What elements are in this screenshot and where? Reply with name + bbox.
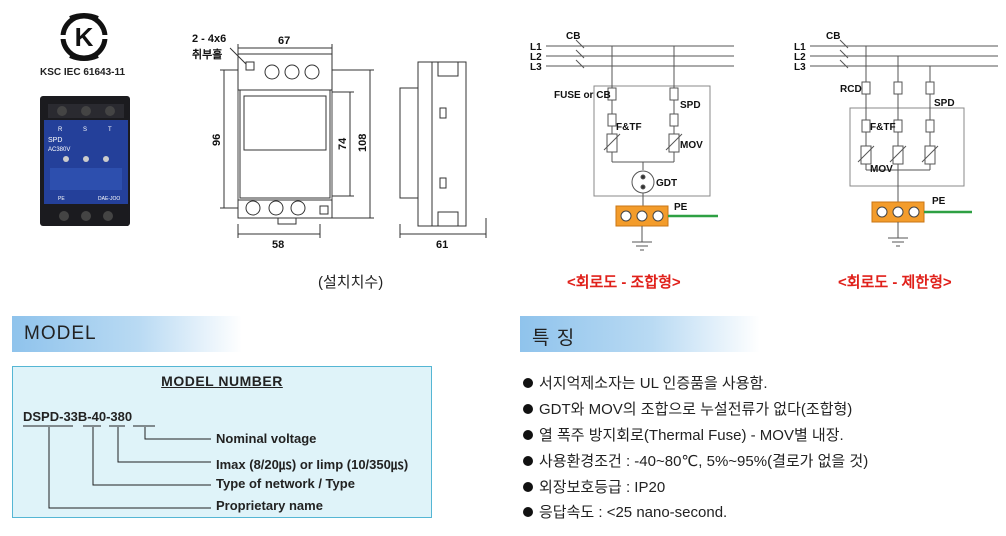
- feature-item: 열 폭주 방지회로(Thermal Fuse) - MOV별 내장.: [523, 424, 844, 445]
- dim-hole-label-kr: 취부홀: [192, 47, 222, 61]
- limit-l2: L2: [794, 52, 806, 63]
- dim-height-left: 96: [211, 134, 223, 146]
- feature-item: 응답속도 : <25 nano-second.: [523, 501, 727, 522]
- limit-pe: PE: [932, 196, 946, 207]
- combo-ftf: F&TF: [616, 122, 642, 133]
- dimension-drawing: 2 - 4x6 취부홀 67 96 74 108 58 61: [192, 33, 487, 251]
- certification-standard: KSC IEC 61643-11: [40, 67, 126, 78]
- dim-width-top: 67: [278, 35, 290, 47]
- circuit-limit-caption: <회로도 - 제한형>: [838, 274, 952, 291]
- limit-rcd: RCD: [840, 84, 862, 95]
- limit-mov: MOV: [870, 164, 893, 175]
- model-box-title: MODEL NUMBER: [161, 373, 283, 389]
- circuit-limit: L1 L2 L3 CB RCD SPD F&TF MOV PE: [794, 31, 998, 247]
- certification-block: K KSC IEC 61643-11: [40, 10, 140, 82]
- photo-label-spd: SPD: [48, 137, 62, 144]
- limit-ftf: F&TF: [870, 122, 896, 133]
- model-header: MODEL: [24, 323, 97, 344]
- model-item-imax: Imax (8/20㎲) or Iimp (10/350㎲): [216, 457, 409, 472]
- combo-cb: CB: [566, 31, 580, 42]
- photo-terminal-s: S: [83, 127, 87, 133]
- dim-height-outer: 108: [357, 134, 369, 152]
- photo-label-pe: PE: [58, 196, 65, 202]
- combo-fuse: FUSE or CB: [554, 90, 611, 101]
- limit-l1: L1: [794, 42, 806, 53]
- model-item-nominal-voltage: Nominal voltage: [216, 431, 317, 446]
- photo-brand: DAE-JOO: [98, 196, 120, 202]
- combo-spd: SPD: [680, 100, 701, 111]
- photo-label-voltage: AC380V: [48, 147, 70, 153]
- ks-mark-letter: K: [75, 22, 94, 52]
- features-header: 특 징: [532, 328, 576, 349]
- combo-mov: MOV: [680, 140, 703, 151]
- model-leader-lines: [23, 425, 211, 509]
- feature-item: 서지억제소자는 UL 인증품을 사용함.: [523, 372, 768, 393]
- model-header-bar: MODEL: [12, 316, 242, 352]
- circuit-combo-caption: <회로도 - 조합형>: [567, 274, 681, 291]
- model-item-proprietary-name: Proprietary name: [216, 498, 323, 513]
- photo-terminal-t: T: [108, 127, 112, 133]
- bullet-icon: [523, 482, 533, 493]
- combo-gdt: GDT: [656, 178, 677, 189]
- feature-item: 사용환경조건 : -40~80℃, 5%~95%(결로가 없을 것): [523, 450, 868, 471]
- bullet-icon: [523, 404, 533, 415]
- limit-spd: SPD: [934, 98, 955, 109]
- combo-l1: L1: [530, 42, 542, 53]
- feature-item: GDT와 MOV의 조합으로 누설전류가 없다(조합형): [523, 398, 852, 419]
- product-photo: R S T SPD AC380V PE DAE-JOO: [36, 96, 136, 226]
- dim-height-inner: 74: [337, 137, 349, 150]
- dim-hole-label: 2 - 4x6: [192, 33, 226, 45]
- dim-depth: 61: [436, 239, 448, 251]
- limit-cb: CB: [826, 31, 840, 42]
- bullet-icon: [523, 456, 533, 467]
- combo-l2: L2: [530, 52, 542, 63]
- model-code: DSPD-33B-40-380: [23, 409, 133, 424]
- dim-width-bottom: 58: [272, 239, 284, 251]
- model-number-box: MODEL NUMBER DSPD-33B-40-380 Nominal vol…: [12, 366, 432, 518]
- combo-l3: L3: [530, 62, 542, 73]
- features-header-bar: 특 징: [520, 316, 760, 352]
- circuit-combo: L1 L2 L3 CB FUSE or CB SPD F&TF MOV GDT …: [530, 31, 734, 251]
- bullet-icon: [523, 378, 533, 389]
- bullet-icon: [523, 507, 533, 518]
- ks-mark-icon: K: [58, 13, 110, 61]
- model-item-network-type: Type of network / Type: [216, 476, 355, 491]
- bullet-icon: [523, 430, 533, 441]
- dimension-caption: (설치치수): [318, 274, 384, 291]
- photo-terminal-r: R: [58, 127, 63, 133]
- feature-item: 외장보호등급 : IP20: [523, 476, 665, 497]
- combo-pe: PE: [674, 202, 688, 213]
- limit-l3: L3: [794, 62, 806, 73]
